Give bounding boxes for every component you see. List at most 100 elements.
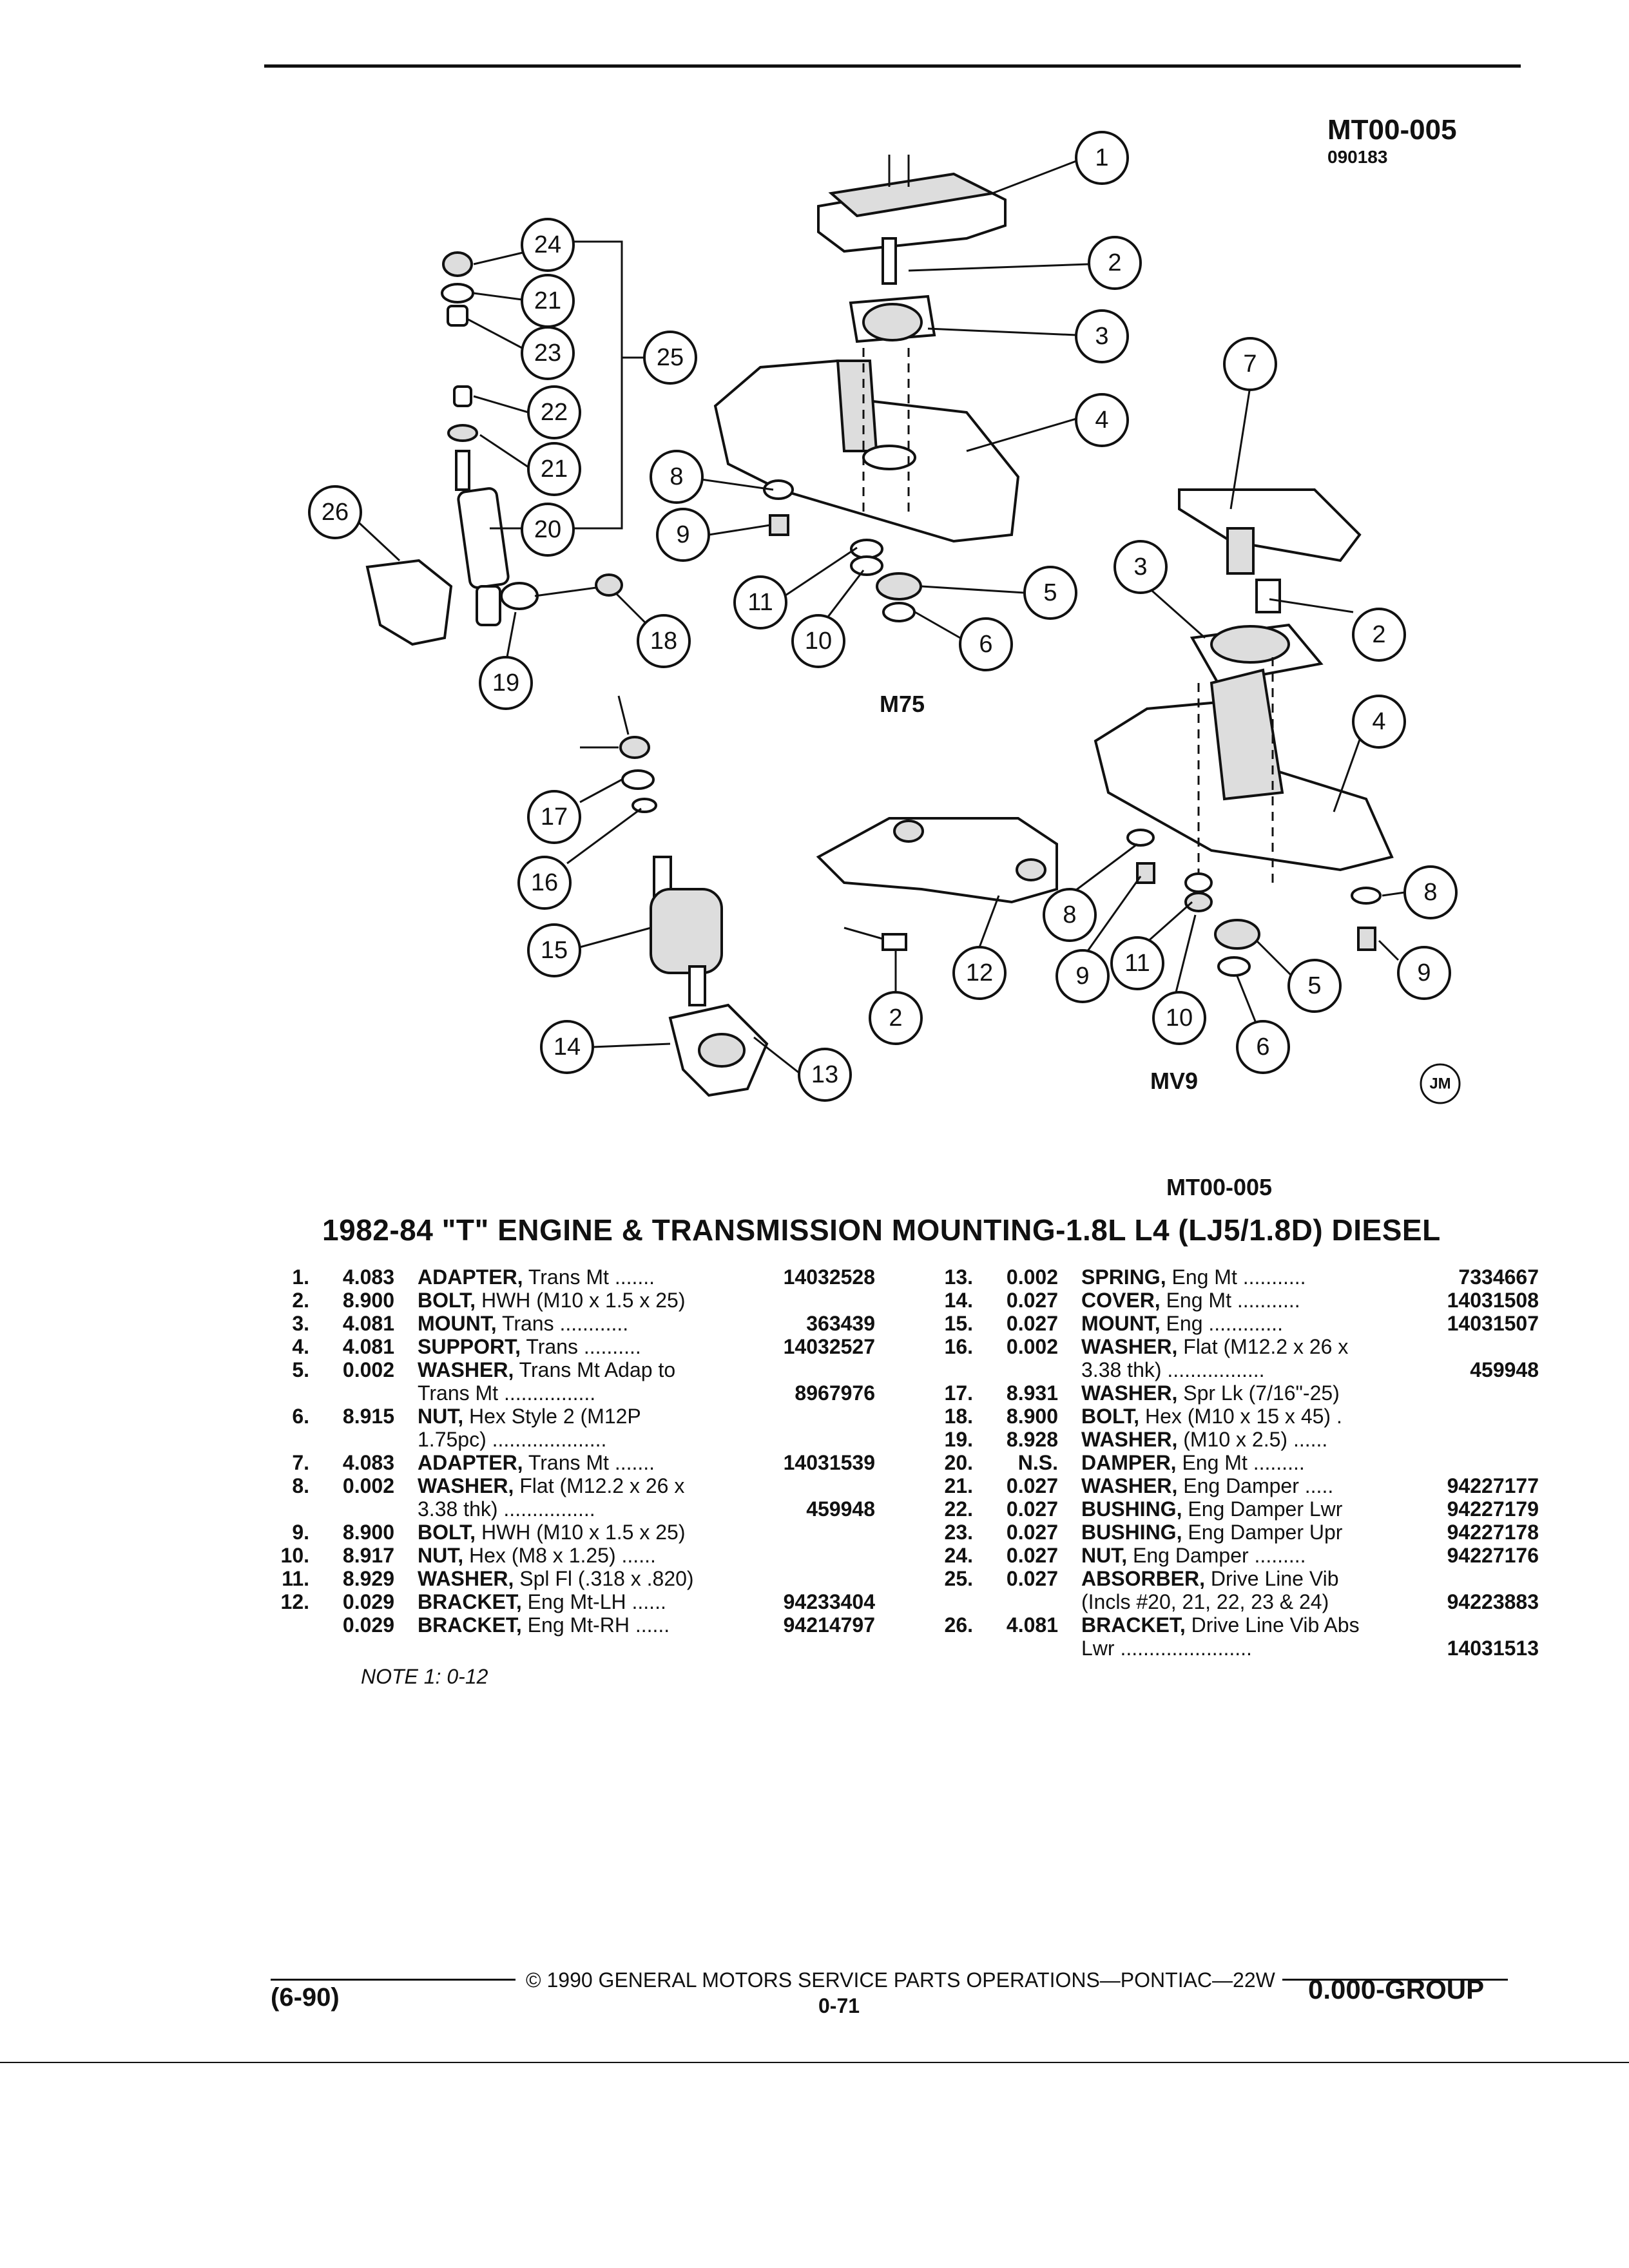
svg-text:23: 23 — [534, 340, 561, 367]
date-code: (6-90) — [271, 1983, 340, 2012]
callout-10-m75: 10 — [791, 614, 845, 668]
bottom-rule — [0, 2062, 1629, 2063]
svg-text:JM: JM — [1429, 1075, 1451, 1093]
callout-9-m75: 9 — [656, 508, 710, 562]
callout-2-mv9: 2 — [1352, 608, 1406, 662]
svg-text:2: 2 — [889, 1004, 902, 1032]
table-title: 1982-84 "T" ENGINE & TRANSMISSION MOUNTI… — [322, 1213, 1441, 1247]
callout-19: 19 — [479, 656, 533, 710]
engine-mount-assembly — [617, 695, 769, 1097]
callout-15: 15 — [527, 923, 581, 977]
callout-8-mv9: 8 — [1043, 888, 1097, 942]
callout-4-m75: 4 — [1075, 393, 1129, 447]
svg-text:15: 15 — [541, 937, 568, 964]
mv9-assembly — [1094, 488, 1394, 977]
svg-text:26: 26 — [322, 499, 349, 526]
callout-20: 20 — [521, 503, 575, 557]
callout-2-m75: 2 — [1088, 236, 1142, 290]
copyright: © 1990 GENERAL MOTORS SERVICE PARTS OPER… — [526, 1968, 1275, 1992]
exploded-parts-diagram: 1 2 3 4 5 6 7 8 9 10 11 12 13 14 15 16 1… — [308, 131, 1461, 1104]
view-label-m75: M75 — [880, 691, 925, 717]
svg-text:7: 7 — [1243, 351, 1257, 378]
callout-3-m75: 3 — [1075, 309, 1129, 363]
svg-text:5: 5 — [1043, 579, 1057, 606]
callout-26: 26 — [308, 485, 362, 539]
svg-text:10: 10 — [805, 628, 832, 655]
callout-24: 24 — [521, 218, 575, 272]
callout-9-mv9-right: 9 — [1397, 946, 1451, 1000]
svg-text:12: 12 — [966, 959, 993, 986]
svg-text:19: 19 — [492, 669, 519, 697]
svg-text:8: 8 — [670, 463, 683, 490]
svg-text:9: 9 — [1417, 959, 1431, 986]
svg-text:20: 20 — [534, 516, 561, 543]
svg-text:16: 16 — [531, 869, 558, 896]
callout-11-m75: 11 — [733, 575, 787, 629]
svg-text:22: 22 — [541, 399, 568, 426]
callout-12: 12 — [952, 946, 1007, 1000]
callout-13: 13 — [798, 1048, 852, 1102]
svg-text:11: 11 — [1124, 950, 1150, 977]
svg-text:25: 25 — [657, 344, 684, 371]
footer-rule-right — [1282, 1979, 1508, 1981]
drawing-date: 090183 — [1327, 147, 1388, 167]
svg-text:13: 13 — [811, 1061, 838, 1088]
svg-text:4: 4 — [1372, 708, 1385, 735]
top-rule — [264, 64, 1521, 68]
callout-6-mv9: 6 — [1236, 1020, 1290, 1074]
callout-2-bracket: 2 — [869, 991, 923, 1045]
callout-5-mv9: 5 — [1287, 959, 1342, 1013]
callout-3-mv9: 3 — [1113, 540, 1168, 594]
callout-14: 14 — [540, 1020, 594, 1074]
absorber-assembly — [365, 251, 623, 646]
callout-7: 7 — [1223, 337, 1277, 391]
footer-rule-left — [271, 1979, 516, 1981]
callout-16: 16 — [517, 856, 572, 910]
callout-22: 22 — [527, 385, 581, 439]
svg-text:1: 1 — [1095, 144, 1108, 171]
group-code: 0.000-GROUP — [1308, 1974, 1485, 2004]
note: NOTE 1: 0-12 — [361, 1665, 488, 1688]
svg-text:6: 6 — [1256, 1033, 1269, 1061]
callout-4-mv9: 4 — [1352, 695, 1406, 749]
page-number: 0-71 — [818, 1994, 860, 2017]
svg-text:24: 24 — [534, 231, 561, 258]
svg-text:5: 5 — [1307, 972, 1321, 999]
callout-1: 1 — [1075, 131, 1129, 185]
callout-21-upper: 21 — [521, 274, 575, 328]
table-code: MT00-005 — [1166, 1174, 1273, 1200]
artist-mark: JM — [1420, 1063, 1461, 1104]
svg-text:21: 21 — [541, 456, 568, 483]
svg-text:9: 9 — [676, 521, 689, 548]
callout-25: 25 — [643, 331, 697, 385]
callout-21-lower: 21 — [527, 442, 581, 496]
svg-text:10: 10 — [1166, 1004, 1193, 1032]
svg-text:11: 11 — [747, 589, 773, 616]
svg-text:2: 2 — [1372, 621, 1385, 648]
callout-18: 18 — [637, 614, 691, 668]
svg-text:2: 2 — [1108, 249, 1121, 276]
